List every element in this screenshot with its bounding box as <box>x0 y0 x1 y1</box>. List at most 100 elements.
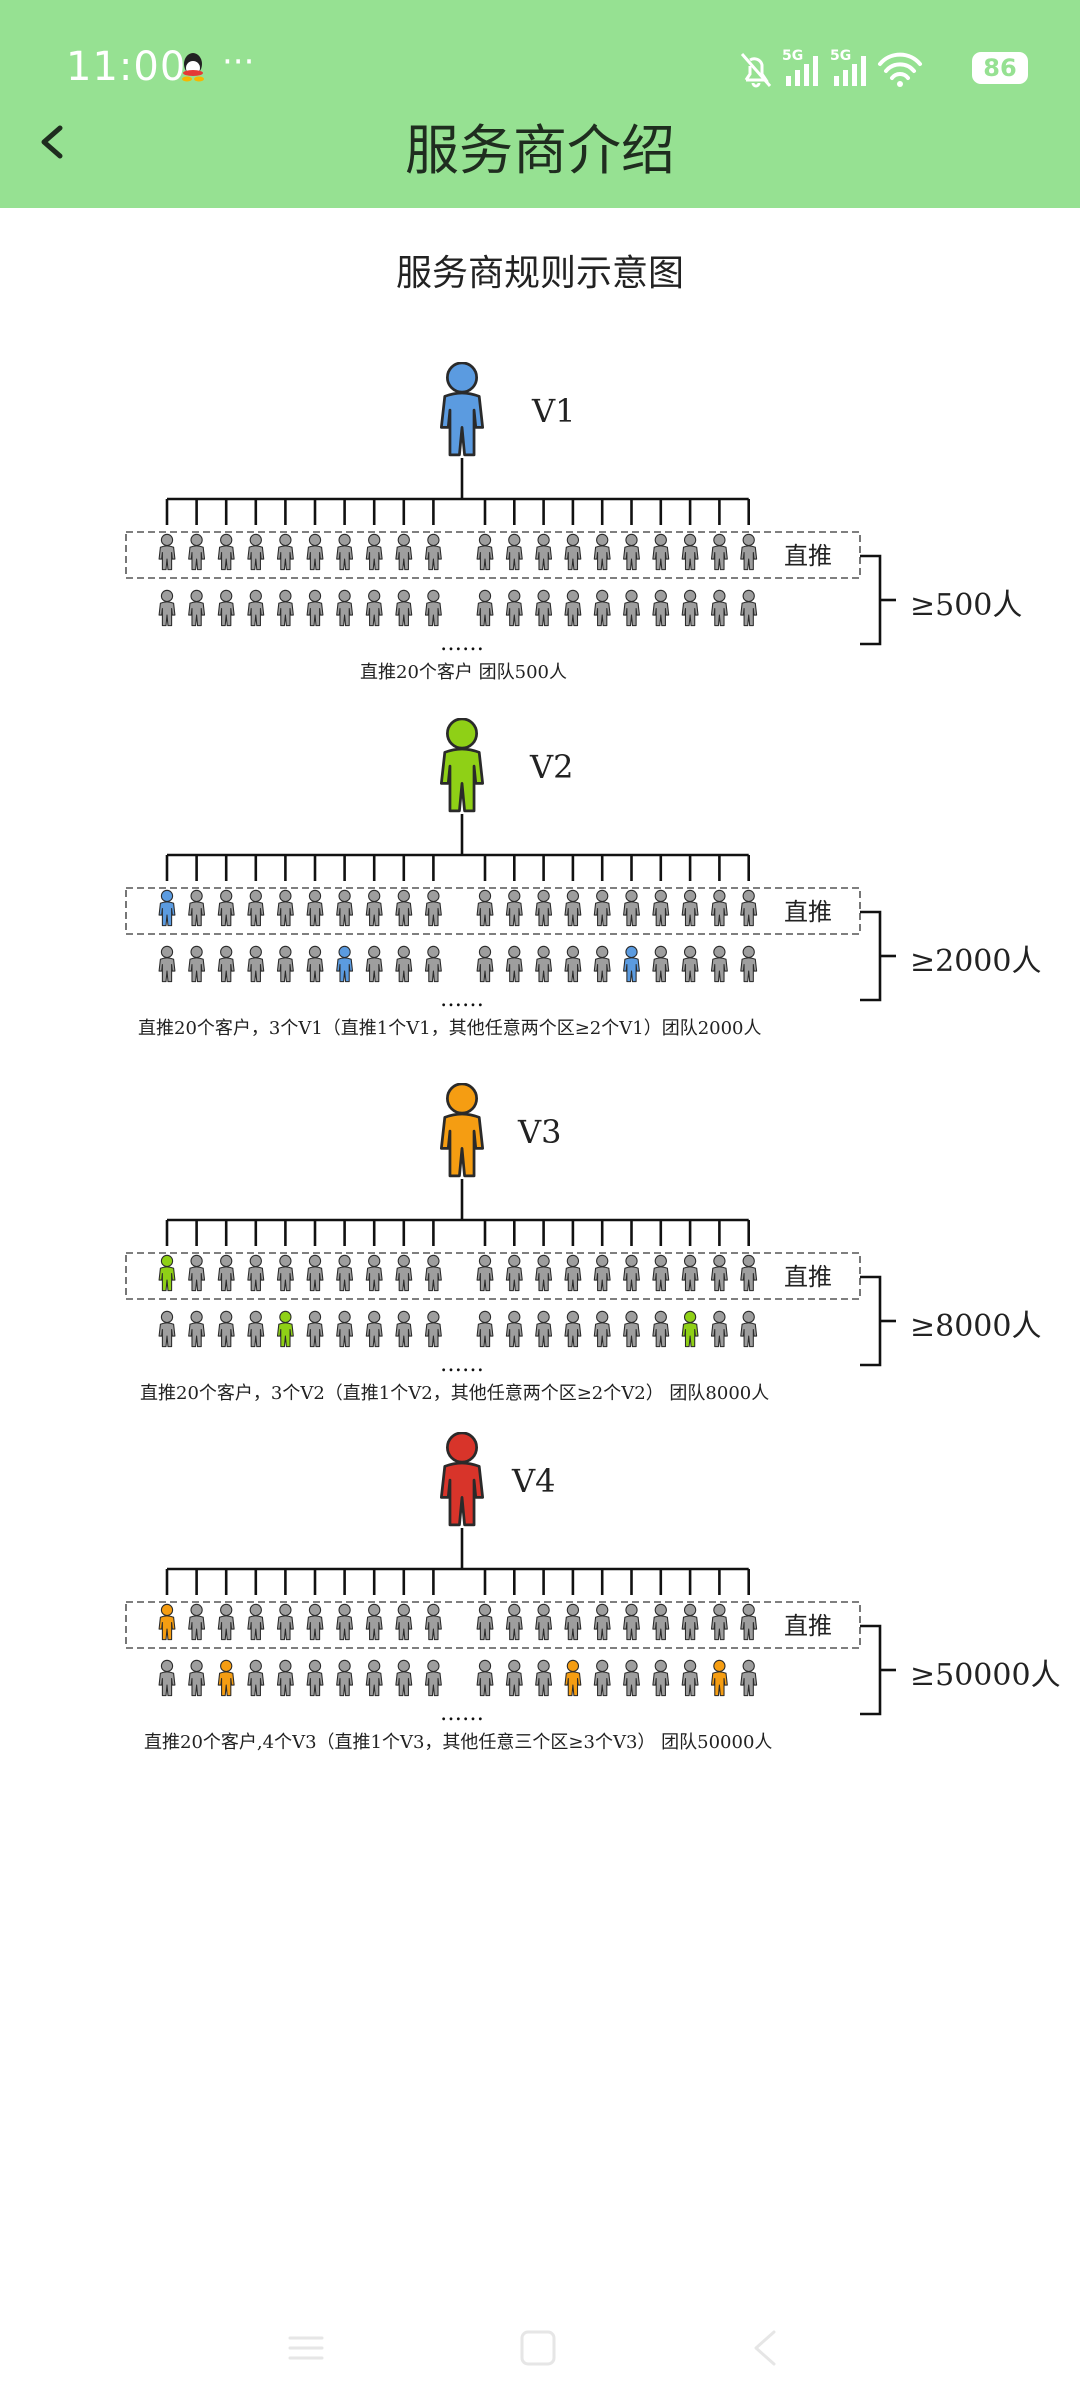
qq-icon <box>180 52 206 86</box>
team-member-figure <box>247 1310 265 1348</box>
team-member-figure <box>247 589 265 627</box>
direct-customer-figure <box>476 1603 494 1641</box>
direct-customer-figure <box>740 1603 758 1641</box>
team-member-figure <box>652 1659 670 1697</box>
team-member-figure <box>217 1659 235 1697</box>
team-member-figure <box>188 1310 206 1348</box>
team-member-figure <box>158 945 176 983</box>
team-member-figure <box>395 589 413 627</box>
direct-label: 直推 <box>784 1263 832 1291</box>
direct-customer-figure <box>476 533 494 571</box>
team-member-figure <box>365 1310 383 1348</box>
team-member-figure <box>188 589 206 627</box>
team-member-figure <box>681 1310 699 1348</box>
team-member-figure <box>681 589 699 627</box>
team-member-figure <box>593 1659 611 1697</box>
direct-customer-figure <box>365 889 383 927</box>
team-member-figure <box>505 589 523 627</box>
team-member-figure <box>564 1659 582 1697</box>
direct-customer-figure <box>336 1254 354 1292</box>
direct-customer-figure <box>395 1603 413 1641</box>
page-title: 服务商介绍 <box>405 119 675 182</box>
direct-customer-figure <box>217 1254 235 1292</box>
team-member-figure <box>593 589 611 627</box>
direct-customer-figure <box>535 1254 553 1292</box>
team-total-label: ≥8000人 <box>910 1309 1042 1344</box>
direct-customer-figure <box>710 1603 728 1641</box>
team-member-figure <box>158 589 176 627</box>
direct-customer-figure <box>247 533 265 571</box>
team-member-figure <box>276 1310 294 1348</box>
team-member-figure <box>740 1310 758 1348</box>
direct-customer-figure <box>365 533 383 571</box>
level-name-label: V1 <box>532 392 576 430</box>
leader-figure-v3 <box>439 1083 485 1178</box>
level-description: 直推20个客户,4个V3（直推1个V3，其他任意三个区≥3个V3） 团队5000… <box>144 1732 773 1753</box>
direct-label: 直推 <box>784 898 832 926</box>
level-name-label: V2 <box>530 748 574 786</box>
leader-figure-v4 <box>439 1432 485 1527</box>
direct-customer-figure <box>652 533 670 571</box>
direct-customer-figure <box>652 889 670 927</box>
direct-customer-figure <box>564 1603 582 1641</box>
direct-label: 直推 <box>784 1612 832 1640</box>
direct-customer-figure <box>476 889 494 927</box>
team-member-figure <box>336 1310 354 1348</box>
direct-box <box>125 887 861 935</box>
direct-customer-figure <box>652 1254 670 1292</box>
direct-customer-figure <box>395 889 413 927</box>
team-member-figure <box>710 1310 728 1348</box>
back-button[interactable] <box>28 110 80 174</box>
team-member-figure <box>395 1659 413 1697</box>
team-member-figure <box>158 1659 176 1697</box>
team-bracket <box>860 1624 882 1716</box>
team-member-figure <box>505 1659 523 1697</box>
team-member-figure <box>276 589 294 627</box>
direct-customer-figure <box>217 1603 235 1641</box>
direct-label: 直推 <box>784 542 832 570</box>
direct-customer-figure <box>306 1603 324 1641</box>
direct-customer-figure <box>395 1254 413 1292</box>
home-icon <box>520 2330 556 2366</box>
direct-customer-figure <box>535 533 553 571</box>
team-member-figure <box>623 1659 640 1697</box>
team-member-figure <box>395 1310 413 1348</box>
direct-customer-figure <box>740 889 758 927</box>
direct-customer-figure <box>365 1254 383 1292</box>
signal-wifi-icons: 5G 5G <box>740 48 922 88</box>
direct-customer-figure <box>424 1603 442 1641</box>
menu-nav-button[interactable] <box>286 2328 326 2372</box>
diagram-title: 服务商规则示意图 <box>395 253 684 294</box>
team-member-figure <box>476 1310 494 1348</box>
team-member-figure <box>740 945 758 983</box>
direct-customer-figure <box>395 533 413 571</box>
direct-customer-figure <box>740 1254 758 1292</box>
team-member-figure <box>476 1659 494 1697</box>
team-member-figure <box>740 589 758 627</box>
level-tree-v4: …… <box>125 1432 896 1726</box>
direct-box <box>125 531 861 579</box>
direct-customer-figure <box>564 1254 582 1292</box>
direct-box <box>125 1252 861 1300</box>
team-member-figure <box>217 589 235 627</box>
team-member-figure <box>217 945 235 983</box>
direct-customer-figure <box>505 1603 523 1641</box>
direct-customer-figure <box>593 1254 611 1292</box>
direct-customer-figure <box>276 1603 294 1641</box>
direct-box <box>125 1601 861 1649</box>
direct-customer-figure <box>247 1603 265 1641</box>
level-description: 直推20个客户 团队500人 <box>360 662 567 683</box>
direct-customer-figure <box>652 1603 670 1641</box>
team-member-figure <box>306 945 324 983</box>
team-member-figure <box>365 1659 383 1697</box>
team-member-figure <box>505 945 523 983</box>
direct-customer-figure <box>276 533 294 571</box>
system-nav-bar <box>0 2300 1080 2400</box>
team-member-figure <box>710 1659 728 1697</box>
level-tree-v3: …… <box>125 1083 896 1377</box>
team-member-figure <box>306 1659 324 1697</box>
home-nav-button[interactable] <box>518 2328 558 2372</box>
level-description: 直推20个客户，3个V2（直推1个V2，其他任意两个区≥2个V2） 团队8000… <box>140 1383 770 1404</box>
back-nav-button[interactable] <box>746 2328 786 2372</box>
